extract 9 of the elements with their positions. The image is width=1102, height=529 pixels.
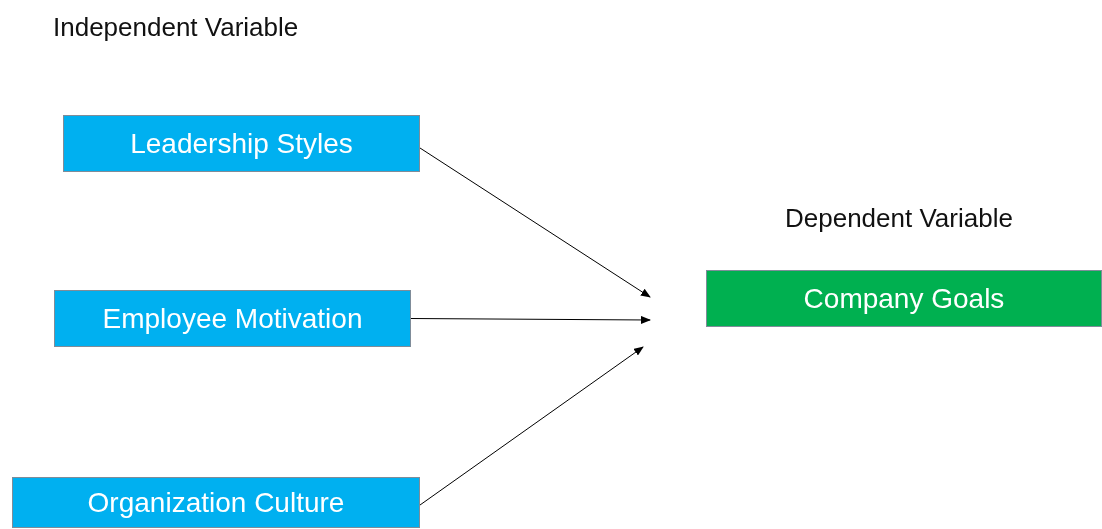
arrow (410, 315, 651, 324)
heading-label: Independent Variable (53, 12, 299, 43)
variable-box: Organization Culture (12, 477, 420, 528)
arrow (419, 346, 644, 506)
variable-box: Company Goals (706, 270, 1102, 327)
heading-label: Dependent Variable (785, 203, 1013, 234)
arrow (419, 147, 651, 298)
variable-box: Leadership Styles (63, 115, 420, 172)
variable-box: Employee Motivation (54, 290, 411, 347)
